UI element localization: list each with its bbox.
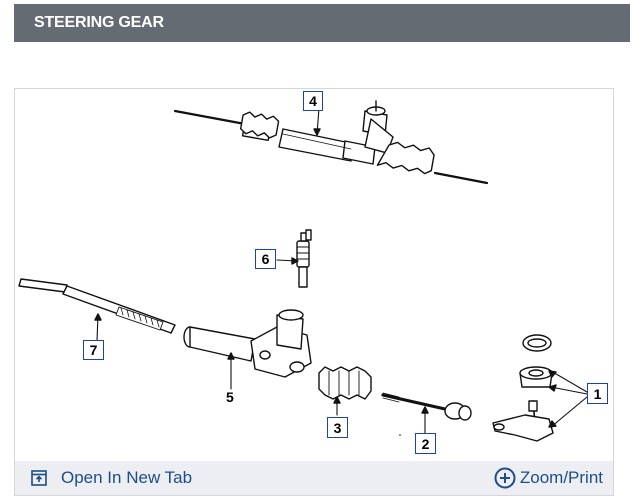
part-5-gear-housing	[183, 309, 312, 378]
zoom-plus-circle-icon	[494, 467, 516, 489]
part-3-dust-boot	[318, 366, 372, 400]
callout-1: 1	[587, 383, 608, 404]
leader-arrow-2	[421, 406, 429, 414]
callout-6: 6	[255, 249, 276, 269]
open-in-new-tab-link[interactable]: Open In New Tab	[31, 468, 192, 488]
leader-line-1b	[550, 386, 588, 395]
callout-2: 2	[415, 433, 436, 454]
leader-arrow-1b	[548, 384, 557, 392]
part-4-rack-assembly	[173, 100, 489, 185]
section-header: STEERING GEAR	[14, 4, 630, 42]
open-in-new-tab-label: Open In New Tab	[61, 468, 193, 487]
leader-arrow-5	[227, 352, 235, 360]
callout-5: 5	[226, 389, 234, 405]
section-title: STEERING GEAR	[34, 14, 164, 31]
callout-4: 4	[303, 91, 323, 111]
part-2-inner-tie-rod	[381, 392, 472, 421]
steering-gear-diagram	[18, 100, 588, 442]
callout-3: 3	[327, 417, 348, 438]
leader-arrow-7	[94, 313, 102, 321]
leader-arrow-6	[291, 257, 299, 265]
leader-arrow-4	[313, 128, 321, 136]
diagram-panel: 4 6 7 5 3 2 1 Open In New Tab Zoom/Print	[14, 88, 614, 496]
leader-line-1c	[550, 396, 588, 428]
zoom-print-label: Zoom/Print	[519, 468, 603, 487]
leader-arrow-1a	[548, 370, 557, 378]
diagram-toolbar: Open In New Tab Zoom/Print	[15, 461, 613, 495]
zoom-print-link[interactable]: Zoom/Print	[494, 467, 603, 489]
leader-arrow-1c	[548, 420, 557, 428]
callout-7: 7	[83, 340, 104, 360]
leader-line-1a	[550, 370, 588, 393]
open-in-new-tab-icon	[31, 470, 47, 486]
part-7-rack-bar	[18, 278, 176, 334]
part-6-pinion-valve	[296, 229, 312, 288]
leader-arrow-3	[333, 396, 341, 404]
part-1-tie-rod-end	[492, 334, 554, 442]
